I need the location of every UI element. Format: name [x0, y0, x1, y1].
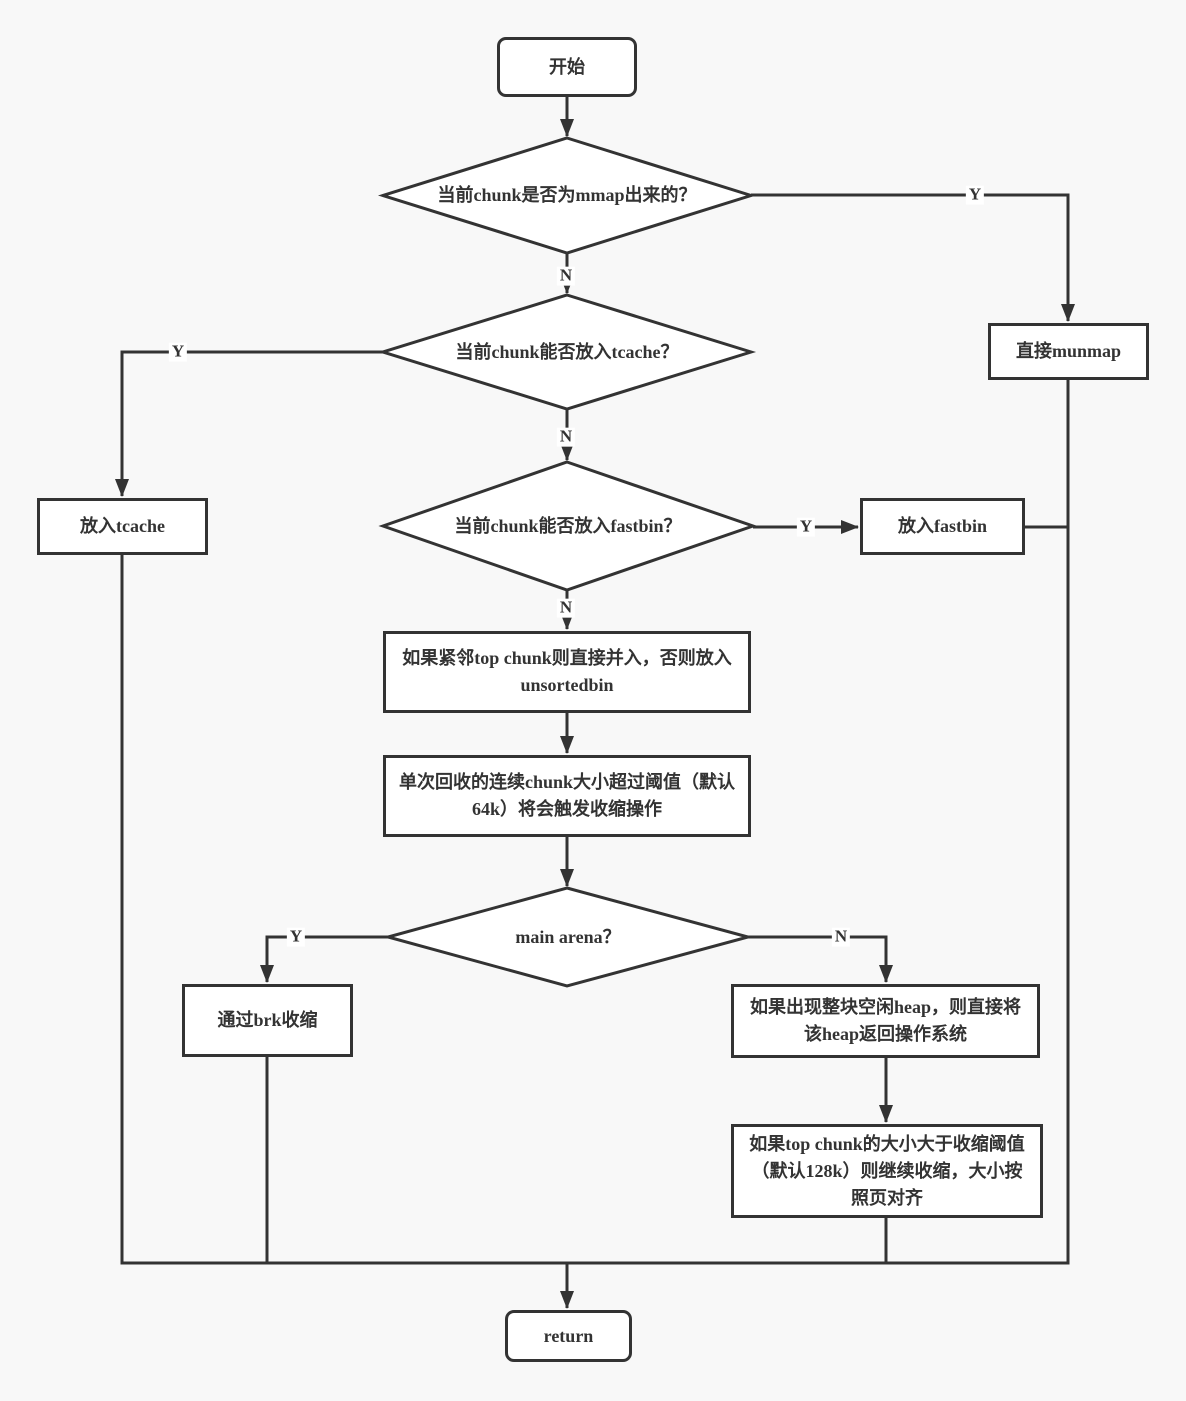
node-shrink-threshold-label: 单次回收的连续chunk大小超过阈值（默认64k）将会触发收缩操作 [398, 772, 736, 819]
node-topchunk-continue-shrink: 如果top chunk的大小大于收缩阈值（默认128k）则继续收缩，大小按照页对… [731, 1124, 1043, 1218]
edge-label-mmap-yes: Y [965, 185, 985, 205]
edge-label-arena-no: N [831, 927, 851, 947]
decision-is-mmap-shape [377, 136, 757, 255]
node-shrink-threshold: 单次回收的连续chunk大小超过阈值（默认64k）将会触发收缩操作 [383, 755, 751, 837]
edge-label-mmap-no: N [556, 266, 576, 286]
edge-arena-no [748, 935, 893, 983]
node-return: return [505, 1310, 632, 1362]
node-topchunk-continue-shrink-label: 如果top chunk的大小大于收缩阈值（默认128k）则继续收缩，大小按照页对… [749, 1133, 1025, 1208]
decision-is-mmap-label: 当前chunk是否为mmap出来的？ [437, 185, 697, 205]
decision-fits-tcache-label: 当前chunk能否放入tcache？ [455, 341, 679, 362]
decision-main-arena: main arena？ [388, 888, 748, 986]
node-put-fastbin: 放入fastbin [860, 498, 1025, 555]
node-direct-munmap-label: 直接munmap [1015, 341, 1122, 361]
edge-mmap-yes [751, 193, 1075, 322]
edge-label-tcache-yes: Y [168, 342, 188, 362]
decision-fits-fastbin-shape [378, 460, 758, 592]
decision-main-arena-shape [382, 886, 754, 988]
node-merge-top-or-unsortedbin: 如果紧邻top chunk则直接并入，否则放入unsortedbin [383, 631, 751, 713]
edge-label-arena-yes: Y [286, 927, 306, 947]
decision-fits-tcache: 当前chunk能否放入tcache？ [383, 295, 751, 409]
node-put-fastbin-label: 放入fastbin [897, 516, 987, 536]
node-return-label: return [543, 1325, 594, 1346]
node-return-heap-to-os: 如果出现整块空闲heap，则直接将该heap返回操作系统 [731, 984, 1040, 1058]
node-merge-top-or-unsortedbin-label: 如果紧邻top chunk则直接并入，否则放入unsortedbin [402, 648, 732, 695]
node-put-tcache-label: 放入tcache [80, 516, 165, 536]
decision-main-arena-label: main arena？ [515, 926, 621, 947]
node-start: 开始 [497, 37, 637, 97]
node-direct-munmap: 直接munmap [988, 323, 1149, 380]
decision-fits-tcache-shape [377, 293, 757, 411]
decision-fits-fastbin-label: 当前chunk能否放入fastbin？ [454, 515, 682, 536]
node-put-tcache: 放入tcache [37, 498, 208, 555]
decision-is-mmap: 当前chunk是否为mmap出来的？ [383, 138, 751, 253]
node-start-label: 开始 [549, 56, 585, 77]
decision-fits-fastbin: 当前chunk能否放入fastbin？ [383, 462, 753, 590]
node-brk-shrink: 通过brk收缩 [182, 984, 353, 1057]
node-return-heap-to-os-label: 如果出现整块空闲heap，则直接将该heap返回操作系统 [749, 997, 1021, 1044]
edge-arena-yes [260, 935, 388, 983]
edge-label-fastbin-no: N [556, 598, 576, 618]
edge-label-fastbin-yes: Y [796, 517, 816, 537]
node-brk-shrink-label: 通过brk收缩 [217, 1010, 318, 1030]
edge-tcache-yes [115, 350, 383, 497]
edge-label-tcache-no: N [556, 427, 576, 447]
